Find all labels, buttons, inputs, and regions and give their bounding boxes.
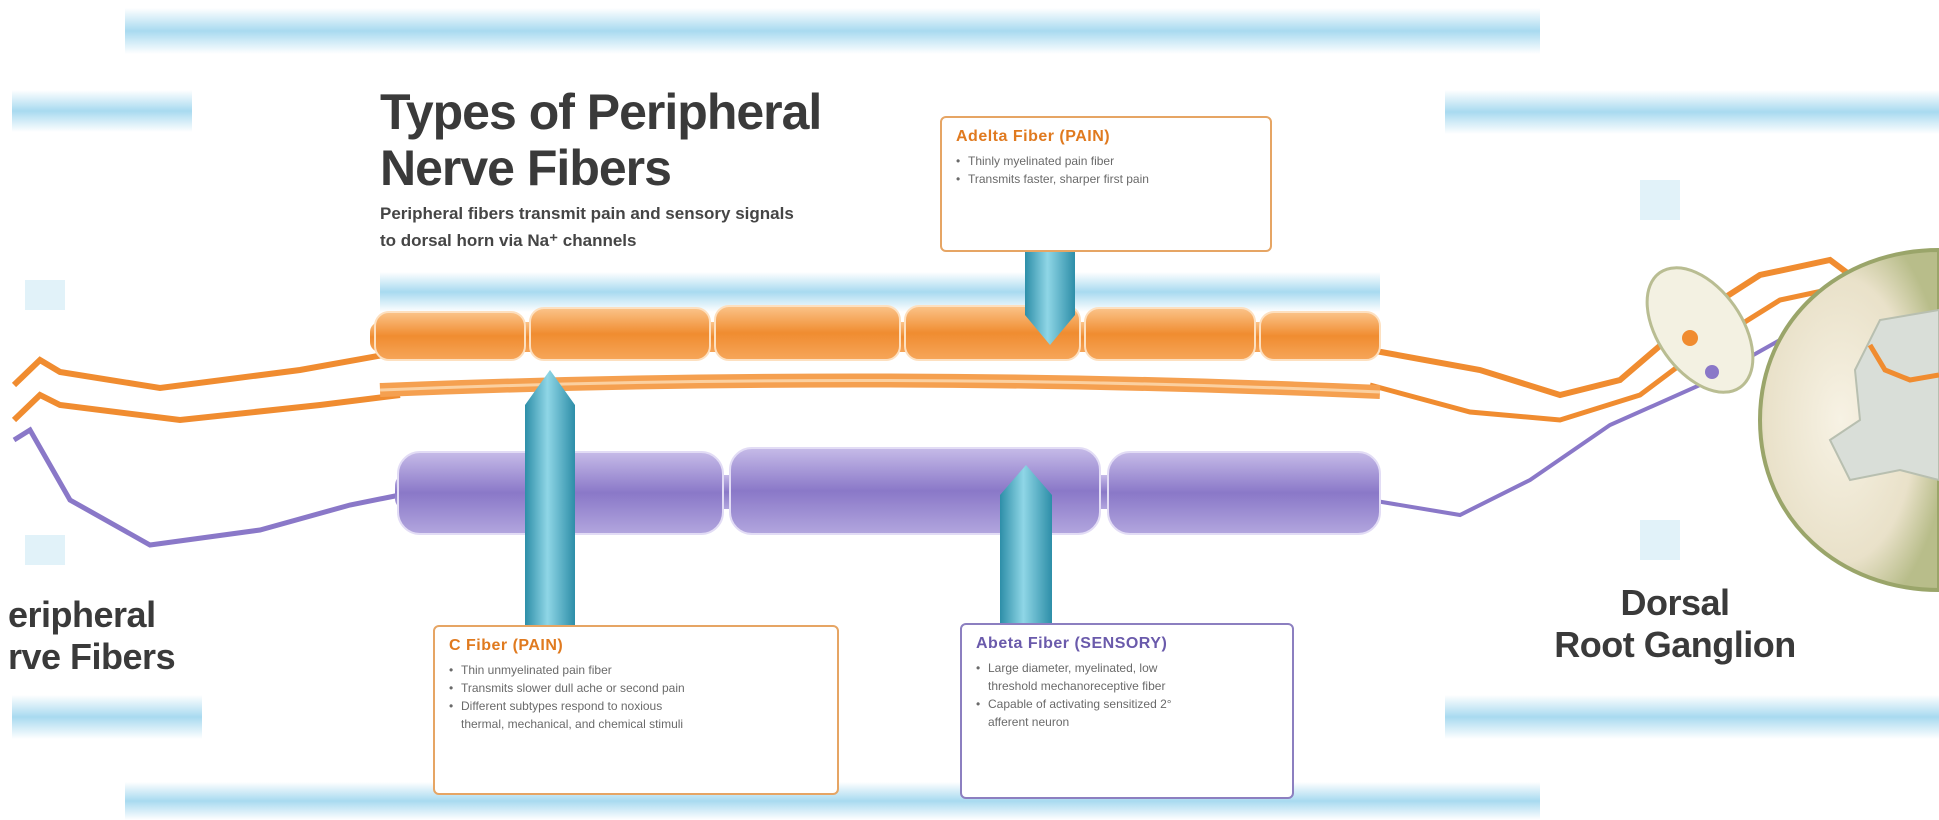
pain-fiber-left-1 [14,352,400,388]
a-beta-title: Abeta Fiber (SENSORY) [976,635,1278,653]
list-item-continuation: afferent neuron [976,713,1278,731]
c-fiber-box: C Fiber (PAIN) Thin unmyelinated pain fi… [433,625,839,795]
page-title: Types of Peripheral Nerve Fibers [380,84,821,196]
decor-band-right-top [1445,90,1939,134]
decor-band-right-bottom [1445,695,1939,739]
list-item: Transmits slower dull ache or second pai… [449,679,823,697]
left-label-line-2: rve Fibers [8,636,175,678]
title-line-2: Nerve Fibers [380,140,821,196]
c-fiber-title: C Fiber (PAIN) [449,637,823,655]
list-item-continuation: threshold mechanoreceptive fiber [976,677,1278,695]
peripheral-nerve-fibers-label: eripheral rve Fibers [8,594,175,678]
subtitle-line-1: Peripheral fibers transmit pain and sens… [380,200,900,227]
c-fiber-list: Thin unmyelinated pain fiber Transmits s… [449,661,823,733]
channel-a-beta [1000,465,1052,623]
sensory-fiber-left [14,430,400,545]
dorsal-root-ganglion-label: Dorsal Root Ganglion [1545,582,1805,666]
decor-band-left-top [12,90,192,132]
list-item: Large diameter, myelinated, low [976,659,1278,677]
list-item: Different subtypes respond to noxious [449,697,823,715]
page-subtitle: Peripheral fibers transmit pain and sens… [380,200,900,254]
channel-c-fiber [525,370,575,625]
left-label-line-1: eripheral [8,594,175,636]
list-item: Thin unmyelinated pain fiber [449,661,823,679]
list-item: Capable of activating sensitized 2° [976,695,1278,713]
title-line-1: Types of Peripheral [380,84,821,140]
list-item: Thinly myelinated pain fiber [956,152,1256,170]
subtitle-line-2: to dorsal horn via Na⁺ channels [380,227,900,254]
a-beta-fiber-box: Abeta Fiber (SENSORY) Large diameter, my… [960,623,1294,799]
a-beta-list: Large diameter, myelinated, low threshol… [976,659,1278,731]
a-delta-fiber-box: Adelta Fiber (PAIN) Thinly myelinated pa… [940,116,1272,252]
decor-band-left-bottom [12,695,202,739]
pain-fiber-left-2 [14,395,400,420]
right-label-line-2: Root Ganglion [1545,624,1805,666]
decor-band-top [125,8,1540,54]
list-item: Transmits faster, sharper first pain [956,170,1256,188]
a-delta-title: Adelta Fiber (PAIN) [956,128,1256,146]
a-delta-list: Thinly myelinated pain fiber Transmits f… [956,152,1256,188]
right-label-line-1: Dorsal [1545,582,1805,624]
list-item-continuation: thermal, mechanical, and chemical stimul… [449,715,823,733]
